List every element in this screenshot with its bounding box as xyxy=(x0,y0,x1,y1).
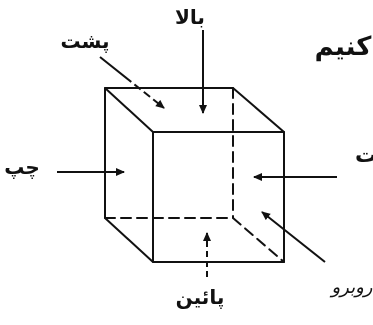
arrow-back xyxy=(99,56,165,109)
label-bottom: پائین xyxy=(176,285,225,310)
label-left: چپ xyxy=(4,155,40,180)
cube-edge-bottom-left xyxy=(104,217,154,263)
label-back: پشت xyxy=(60,29,109,54)
cube-edge-top-right xyxy=(232,87,285,133)
cube xyxy=(104,87,285,263)
label-front: روبرو xyxy=(329,277,372,298)
cube-edge-top-left xyxy=(104,87,154,133)
label-corner-fragment: کنیم xyxy=(315,32,373,62)
label-top: بالا xyxy=(175,5,205,29)
arrow-front xyxy=(261,211,326,263)
label-right-fragment: ت xyxy=(355,143,373,168)
cube-edge-bottom-right-hidden xyxy=(232,217,285,263)
view-arrows xyxy=(57,30,337,277)
